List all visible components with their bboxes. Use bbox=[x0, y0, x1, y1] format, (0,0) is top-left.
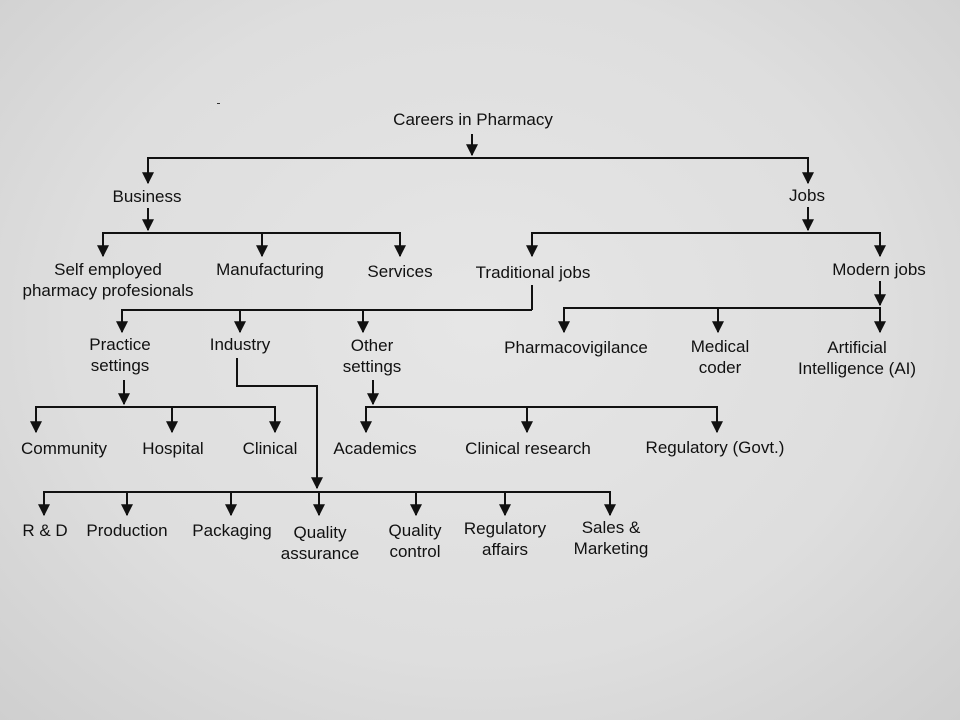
node-ra-line-2: affairs bbox=[482, 540, 528, 559]
node-traditional-jobs: Traditional jobs bbox=[475, 263, 591, 282]
node-academics: Academics bbox=[333, 439, 417, 458]
node-medical-coder-line-2: coder bbox=[698, 358, 742, 377]
node-community: Community bbox=[21, 439, 107, 458]
node-manufacturing: Manufacturing bbox=[216, 260, 324, 279]
node-regulatory-govt: Regulatory (Govt.) bbox=[645, 438, 785, 457]
node-ra-line-1: Regulatory bbox=[463, 519, 547, 538]
node-qc-line-1: Quality bbox=[388, 521, 442, 540]
node-artificial-intelligence: Artificial Intelligence (AI) bbox=[798, 337, 916, 379]
node-practice-settings: Practice settings bbox=[89, 334, 150, 376]
node-modern-jobs: Modern jobs bbox=[832, 260, 926, 279]
node-other-settings-line-1: Other bbox=[350, 336, 394, 355]
node-qa-line-1: Quality bbox=[293, 523, 347, 542]
node-industry: Industry bbox=[209, 335, 271, 354]
connector-lines bbox=[30, 134, 886, 517]
node-medical-coder: Medical coder bbox=[691, 336, 750, 378]
node-practice-settings-line-1: Practice bbox=[89, 335, 151, 354]
node-sales-line-2: Marketing bbox=[573, 539, 649, 558]
node-quality-control: Quality control bbox=[389, 520, 442, 562]
node-services: Services bbox=[367, 262, 433, 281]
node-practice-settings-line-2: settings bbox=[90, 356, 150, 375]
connector-industry-path bbox=[236, 358, 323, 490]
node-jobs: Jobs bbox=[789, 186, 825, 205]
node-qa-line-2: assurance bbox=[280, 544, 360, 563]
node-qc-line-2: control bbox=[389, 542, 441, 561]
node-ai-line-2: Intelligence (AI) bbox=[797, 359, 917, 378]
node-careers-in-pharmacy: Careers in Pharmacy bbox=[393, 110, 553, 129]
node-self-employed-line-2: pharmacy profesionals bbox=[22, 281, 194, 300]
node-business: Business bbox=[112, 187, 182, 206]
node-ai-line-1: Artificial bbox=[827, 338, 887, 357]
node-medical-coder-line-1: Medical bbox=[690, 337, 750, 356]
node-self-employed: Self employed pharmacy profesionals bbox=[22, 259, 193, 301]
node-packaging: Packaging bbox=[192, 521, 272, 540]
node-sales-line-1: Sales & bbox=[581, 518, 641, 537]
node-quality-assurance: Quality assurance bbox=[281, 522, 359, 564]
node-regulatory-affairs: Regulatory affairs bbox=[464, 518, 546, 560]
stray-mark bbox=[217, 103, 220, 104]
node-pharmacovigilance: Pharmacovigilance bbox=[504, 338, 648, 357]
node-hospital: Hospital bbox=[142, 439, 204, 458]
node-clinical: Clinical bbox=[242, 439, 298, 458]
node-self-employed-line-1: Self employed bbox=[54, 260, 162, 279]
node-other-settings: Other settings bbox=[343, 335, 402, 377]
node-rnd: R & D bbox=[22, 521, 68, 540]
node-clinical-research: Clinical research bbox=[465, 439, 591, 458]
node-other-settings-line-2: settings bbox=[342, 357, 402, 376]
node-production: Production bbox=[86, 521, 168, 540]
node-sales-marketing: Sales & Marketing bbox=[574, 517, 649, 559]
